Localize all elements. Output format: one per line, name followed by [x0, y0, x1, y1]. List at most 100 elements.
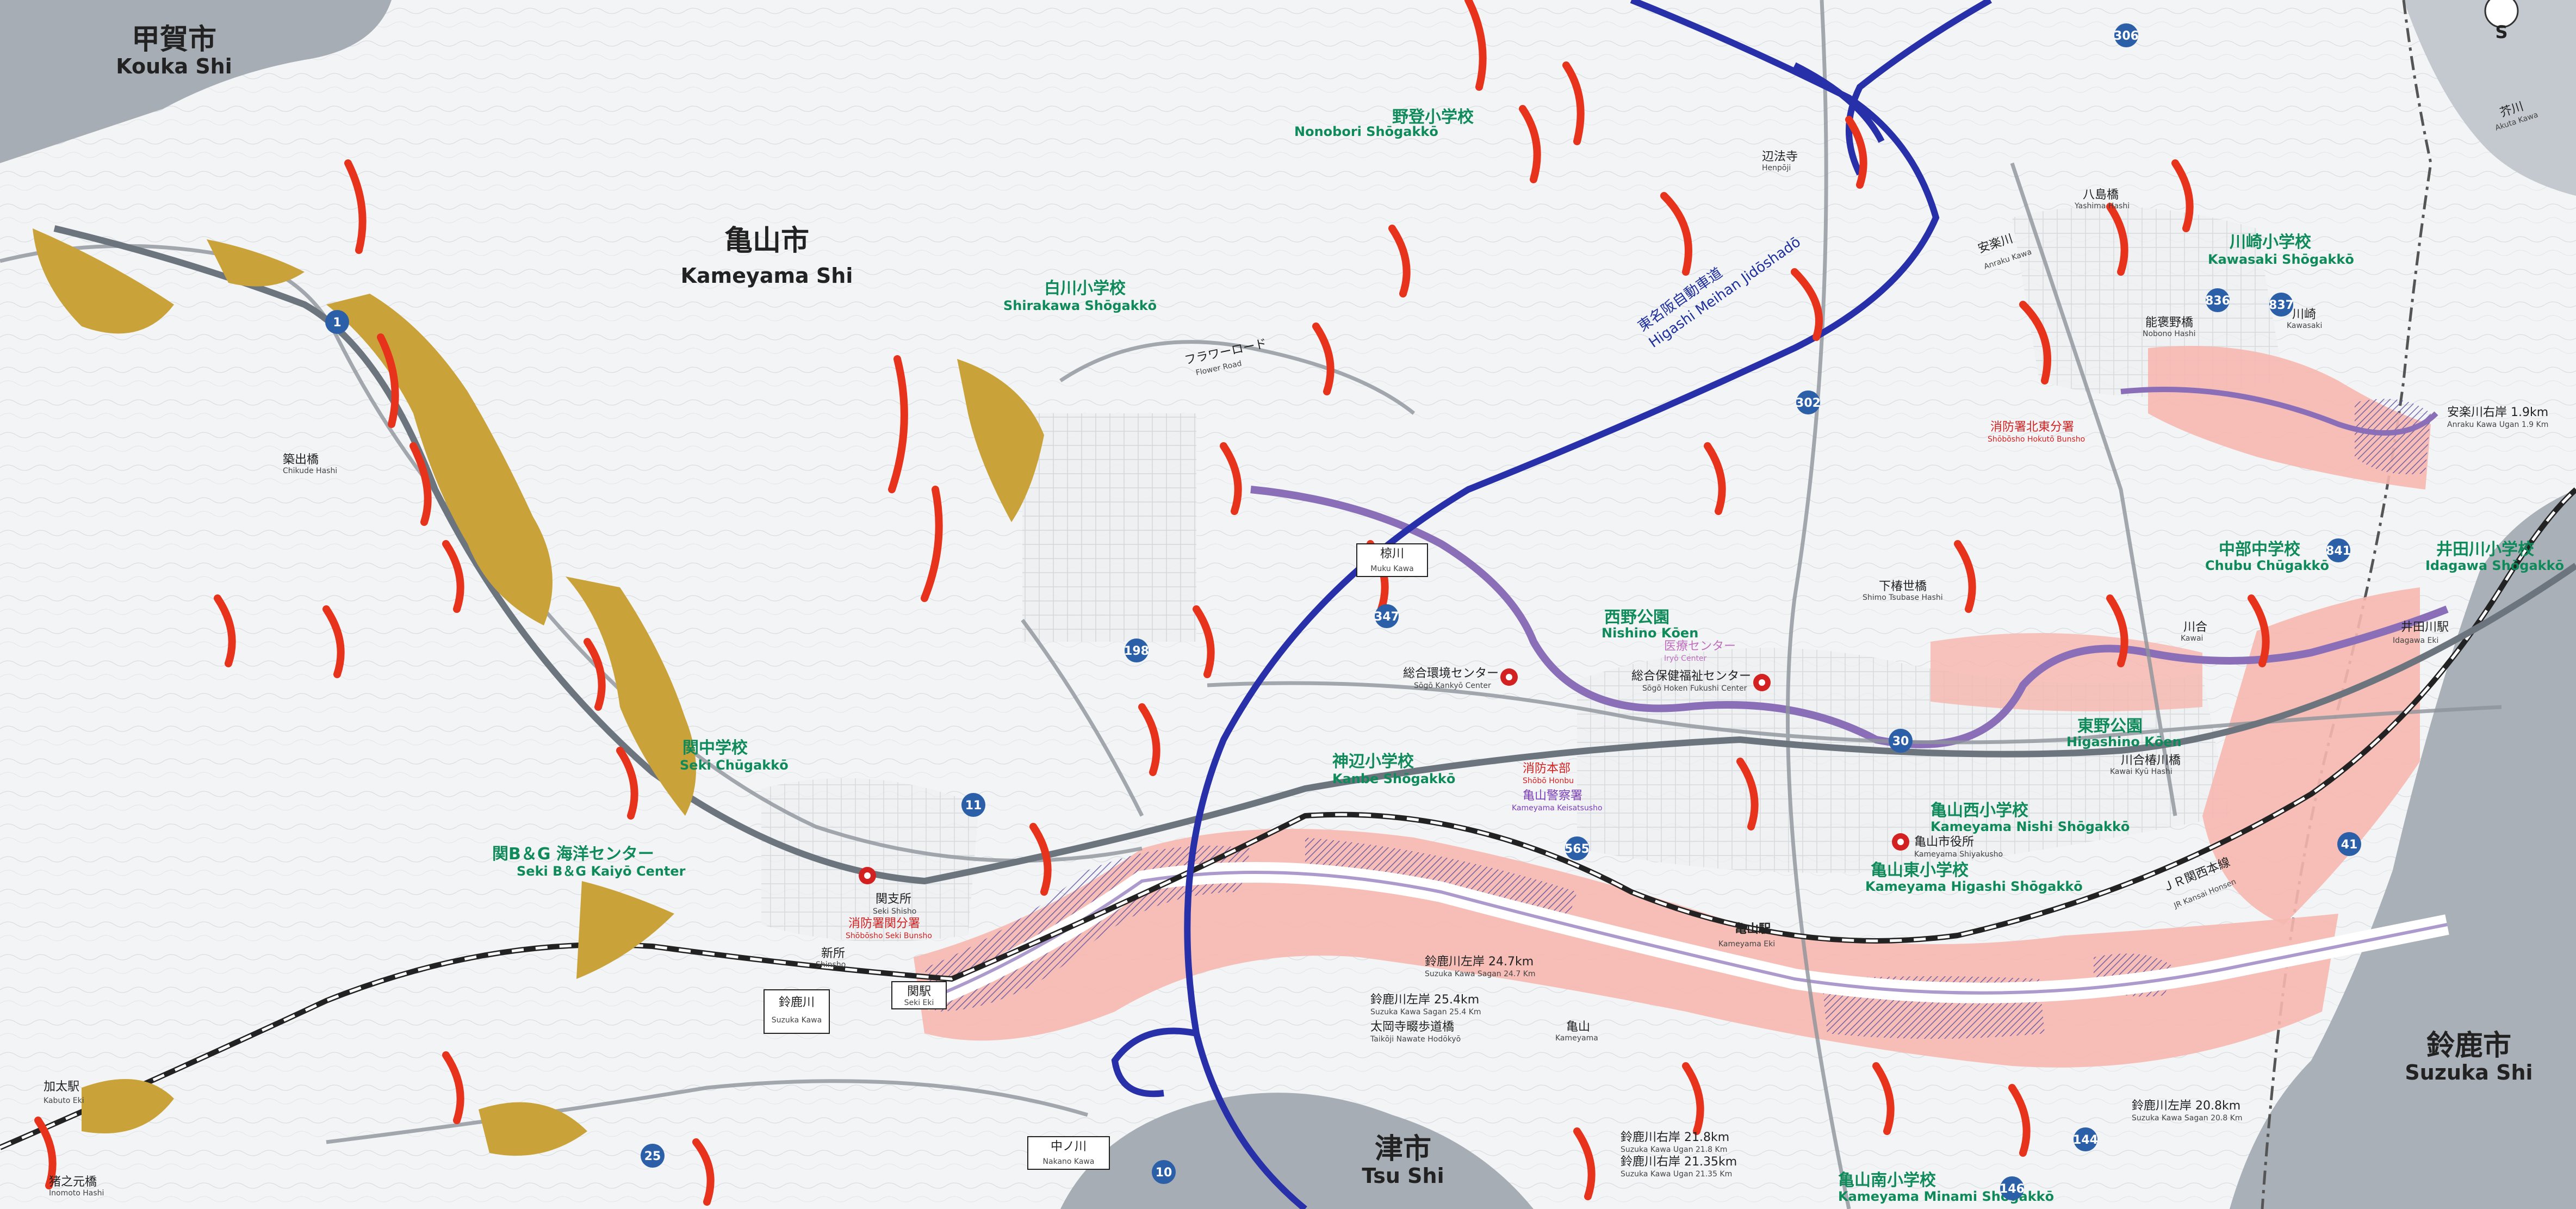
gauge-labels: 鈴鹿川左岸 24.7km Suzuka Kawa Sagan 24.7 Km 鈴… [1370, 406, 2548, 1179]
label-kouka-ja: 甲賀市 [132, 23, 216, 56]
place-yashima-ja: 八島橋 [2083, 188, 2119, 202]
school-seki-bg-romaji: Seki B＆G Kaiyō Center [517, 864, 686, 879]
place-labels: 築出橋 Chikude Hashi 辺法寺 Henpōji 八島橋 Yashim… [49, 150, 2322, 1198]
route-shield-41: 41 [2341, 838, 2358, 852]
industrial-area [1022, 413, 1196, 642]
school-shirakawa-ja: 白川小学校 [1044, 279, 1126, 298]
park-higashino-ja: 東野公園 [2077, 717, 2143, 736]
place-henpoji-romaji: Henpōji [1762, 164, 1791, 172]
facility-seki-shisho-romaji: Seki Shisho [873, 907, 916, 916]
school-nonobori-ja: 野登小学校 [1392, 108, 1474, 127]
national-route-1 [53, 225, 2576, 885]
route-shield-347: 347 [1374, 610, 1399, 624]
school-shirakawa-romaji: Shirakawa Shōgakkō [1003, 298, 1157, 313]
gauge-6-romaji: Suzuka Kawa Sagan 20.8 Km [2132, 1114, 2243, 1123]
municipality-labels: 甲賀市 Kouka Shi 亀山市 Kameyama Shi 津市 Tsu Sh… [116, 23, 2532, 1188]
school-kameyama-nishi-romaji: Kameyama Nishi Shōgakkō [1931, 819, 2130, 834]
gauge-4-romaji: Suzuka Kawa Ugan 21.8 Km [1621, 1145, 1727, 1154]
compass: S [2484, 0, 2519, 42]
station-labels: 関駅 Seki Eki 亀山駅 Kameyama Eki 井田川駅 Idagaw… [44, 621, 2449, 1105]
school-kameyama-higashi-ja: 亀山東小学校 [1871, 861, 1969, 880]
route-shield-1: 1 [333, 316, 341, 330]
facility-markers [859, 668, 1909, 884]
route-shield-565: 565 [1565, 842, 1590, 856]
place-shinsho-romaji: Shinsho [816, 960, 846, 969]
station-seki-ja: 関駅 [907, 985, 931, 999]
police-labels: 亀山警察署 Kameyama Keisatsusho [1512, 789, 1603, 813]
station-kabuto-romaji: Kabuto Eki [44, 1096, 84, 1105]
route-shield-10: 10 [1156, 1166, 1172, 1180]
place-kawasaki-romaji: Kawasaki [2287, 321, 2322, 330]
place-henpoji-ja: 辺法寺 [1762, 150, 1798, 164]
fire-hokutou-romaji: Shōbōsho Hokutō Bunsho [1988, 435, 2085, 444]
park-nishino-ja: 西野公園 [1604, 608, 1669, 627]
place-chikude-ja: 築出橋 [283, 453, 319, 467]
place-kameyama-ja: 亀山 [1566, 1020, 1590, 1034]
facility-city-hall-ja: 亀山市役所 [1914, 835, 1974, 849]
river-muku-romaji: Muku Kawa [1370, 565, 1414, 573]
place-inomoto-ja: 猪之元橋 [49, 1175, 97, 1189]
route-shield-30: 30 [1892, 735, 1909, 748]
route-shield-25: 25 [644, 1150, 661, 1163]
place-shimotsubai-romaji: Shimo Tsubase Hashi [1863, 593, 1943, 602]
flood-zone-middle [1931, 633, 2202, 711]
school-seki-bg-ja: 関B＆G 海洋センター [492, 845, 654, 864]
facility-sogo-hoken-romaji: Sōgō Hoken Fukushi Center [1642, 684, 1747, 693]
route-shield-836: 836 [2205, 294, 2230, 308]
route-shield-306: 306 [2114, 29, 2139, 43]
park-higashino-romaji: Higashino Kōen [2066, 734, 2182, 749]
gauge-1-romaji: Suzuka Kawa Sagan 24.7 Km [1425, 970, 1536, 978]
compass-label: S [2495, 22, 2507, 42]
school-idagawa-romaji: Idagawa Shōgakkō [2425, 558, 2564, 573]
police-kameyama-ja: 亀山警察署 [1523, 789, 1582, 803]
label-tsu-ja: 津市 [1375, 1133, 1431, 1165]
place-shinsho-ja: 新所 [821, 947, 845, 960]
facility-iryo-romaji: Iryō Center [1664, 654, 1707, 663]
station-kabuto-ja: 加太駅 [44, 1080, 79, 1094]
fire-honbu-romaji: Shōbō Honbu [1523, 777, 1574, 785]
place-nobono-ja: 能褒野橋 [2145, 316, 2193, 330]
river-labels: 鈴鹿川 Suzuka Kawa 椋川 Muku Kawa 中ノ川 Nakano … [764, 100, 2539, 1170]
facility-seki-shisho-ja: 関支所 [876, 892, 911, 906]
school-kawasaki-romaji: Kawasaki Shōgakkō [2208, 252, 2354, 267]
school-kameyama-minami-ja: 亀山南小学校 [1838, 1171, 1936, 1190]
school-kameyama-nishi-ja: 亀山西小学校 [1931, 801, 2028, 820]
school-kanbe-romaji: Kanbe Shōgakkō [1332, 771, 1455, 786]
river-muku-ja: 椋川 [1380, 547, 1404, 561]
gauge-7-romaji: Anraku Kawa Ugan 1.9 Km [2447, 420, 2548, 429]
gauge-3-ja: 太岡寺畷歩道橋 [1370, 1020, 1454, 1034]
suzuka-shi-north [2404, 0, 2576, 196]
kouka-shi-area [0, 0, 392, 163]
facility-sogo-hoken-ja: 総合保健福祉センター [1631, 669, 1751, 683]
school-chubu-ja: 中部中学校 [2219, 540, 2300, 559]
route-shield-198: 198 [1124, 644, 1149, 658]
station-idagawa-ja: 井田川駅 [2401, 621, 2449, 634]
gauge-2-romaji: Suzuka Kawa Sagan 25.4 Km [1370, 1008, 1481, 1016]
school-kanbe-ja: 神辺小学校 [1332, 752, 1414, 771]
fire-seki-romaji: Shōbōsho Seki Bunsho [846, 932, 932, 940]
place-kawaigyo-romaji: Kawai Kyū Hashi [2110, 767, 2172, 776]
school-idagawa-ja: 井田川小学校 [2436, 540, 2534, 559]
label-tsu-romaji: Tsu Shi [1362, 1164, 1444, 1188]
anraku-river [2120, 387, 2438, 436]
route-shield-144: 144 [2073, 1133, 2098, 1147]
label-suzuka-ja: 鈴鹿市 [2426, 1030, 2511, 1062]
label-kameyama-ja: 亀山市 [724, 225, 809, 257]
fire-hokutou-ja: 消防署北東分署 [1990, 420, 2074, 434]
river-suzuka-ja: 鈴鹿川 [779, 996, 815, 1009]
gauge-5-ja: 鈴鹿川右岸 21.35km [1621, 1155, 1737, 1169]
gauge-3-romaji: Taikōji Nawate Hodōkyō [1370, 1035, 1461, 1044]
gauge-7-ja: 安楽川右岸 1.9km [2447, 406, 2548, 419]
place-yashima-romaji: Yashima Hashi [2074, 202, 2130, 210]
place-shimotsubai-ja: 下椿世橋 [1879, 580, 1927, 593]
fire-honbu-ja: 消防本部 [1523, 762, 1571, 776]
school-nonobori-romaji: Nonobori Shōgakkō [1294, 124, 1438, 139]
tsu-shi-area [1060, 1093, 1534, 1209]
route-shield-837: 837 [2269, 299, 2294, 312]
facility-iryo-ja: 医療センター [1664, 640, 1736, 653]
river-suzuka-romaji: Suzuka Kawa [772, 1016, 822, 1025]
station-idagawa-romaji: Idagawa Eki [2393, 636, 2438, 645]
station-seki-romaji: Seki Eki [904, 999, 934, 1007]
muku-river [1250, 486, 2449, 748]
